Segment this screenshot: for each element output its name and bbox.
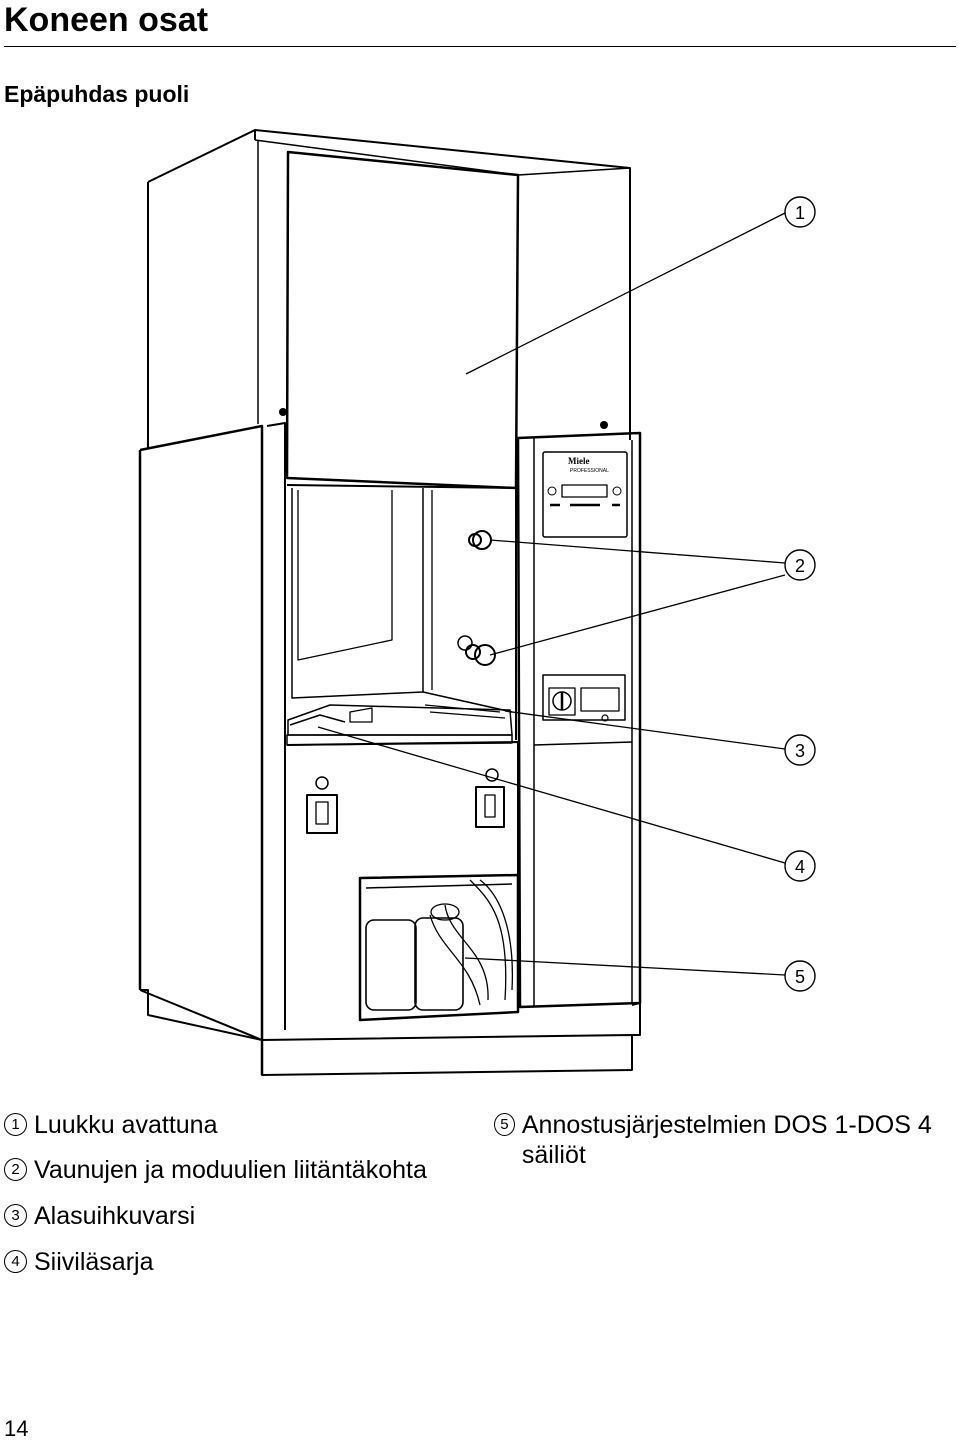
callout-5: 5 [784,960,816,992]
svg-text:5: 5 [795,967,805,987]
machine-illustration: Miele PROFESSIONAL [138,129,816,1076]
brand-logo: Miele [568,456,590,466]
legend-num: 4 [4,1250,27,1273]
container-compartment [358,873,520,1022]
legend-num: 2 [4,1158,27,1181]
legend-text: Luukku avattuna [34,1111,218,1139]
section-title: Epäpuhdas puoli [4,81,190,107]
open-door [285,150,520,490]
legend-item-1: 1 Luukku avattuna [4,1110,217,1140]
spray-arm-area [286,704,513,746]
svg-text:2: 2 [795,556,805,576]
callout-2: 2 [784,549,816,581]
legend-text: Vaunujen ja moduulien liitäntäkohta [34,1156,427,1184]
brand-sub: PROFESSIONAL [570,468,609,474]
leader-lines [317,212,786,976]
legend-num: 1 [4,1113,27,1136]
svg-text:1: 1 [795,203,805,223]
connection-points [457,530,496,666]
legend-item-3: 3 Alasuihkuvarsi [4,1201,195,1231]
svg-text:3: 3 [795,741,805,761]
main-switch [542,674,626,722]
control-panel: Miele PROFESSIONAL [542,451,628,538]
callout-4: 4 [784,850,816,882]
legend-text: Siiviläsarja [34,1248,154,1276]
page-title: Koneen osat [4,1,209,39]
legend-num: 5 [494,1113,515,1136]
legend-text: Annostusjärjestelmien DOS 1-DOS 4 säiliö… [521,1111,932,1169]
legend-num: 3 [4,1204,27,1227]
callout-1: 1 [784,196,816,228]
left-outlet [306,776,338,834]
svg-text:4: 4 [795,857,805,877]
legend-text: Alasuihkuvarsi [34,1202,196,1230]
legend-item-2: 2 Vaunujen ja moduulien liitäntäkohta [4,1155,427,1185]
right-outlet [475,768,505,828]
legend-item-5: 5 Annostusjärjestelmien DOS 1-DOS 4 säil… [494,1110,954,1170]
legend-item-4: 4 Siiviläsarja [4,1247,153,1277]
callout-3: 3 [784,734,816,766]
page-number: 14 [4,1416,29,1441]
title-rule [4,46,956,47]
